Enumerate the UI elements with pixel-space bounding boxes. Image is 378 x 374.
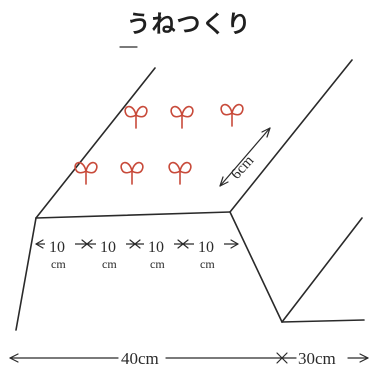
sprout-icon [124,105,148,129]
segment-unit-2: cm [102,257,117,271]
ridge-left-side [15,217,37,331]
sprout-icon [74,161,98,185]
sprout-row-front [74,161,192,185]
segment-value-3: 10 [148,239,164,256]
next-ridge-edge [281,217,363,323]
sprout-icon [170,105,194,129]
depth-dimension: 6cm [219,127,271,187]
segment-tick-2 [129,239,141,249]
ridge-outline [15,46,365,331]
segment-arrowhead-right [230,239,239,249]
sprout-icon [120,161,144,185]
width-label: 40cm [121,349,159,368]
ridge-top-front-edge [35,211,231,219]
sprout-row-back [124,103,244,129]
segment-unit-4: cm [200,257,215,271]
segment-dimensions: 10 cm 10 cm 10 cm 10 cm [35,234,239,271]
segment-tick-1 [81,239,93,249]
segment-value-2: 10 [100,239,116,256]
segment-unit-3: cm [150,257,165,271]
segment-value-1: 10 [49,239,65,256]
ridge-back-left-edge [35,67,156,219]
depth-arrowhead-bottom [219,176,229,187]
segment-arrowhead-left [35,239,44,249]
segment-value-4: 10 [198,239,214,256]
depth-arrow-line [219,127,271,187]
width-arrowhead-left [9,353,19,363]
segment-unit-1: cm [51,257,66,271]
sprout-icon [168,161,192,185]
gap-arrowhead-right [359,353,369,363]
page-title: うねつくり [126,10,252,38]
sprout-icon [220,103,244,127]
segment-tick-3 [177,239,189,249]
depth-label: 6cm [228,153,257,183]
ridge-right-slope [229,211,283,323]
depth-arrowhead-top [261,127,271,138]
bottom-dimensions: 40cm 30cm [9,349,369,368]
gap-label: 30cm [298,349,336,368]
furrow-bottom-line [281,319,365,323]
ridge-back-right-edge [229,59,353,213]
